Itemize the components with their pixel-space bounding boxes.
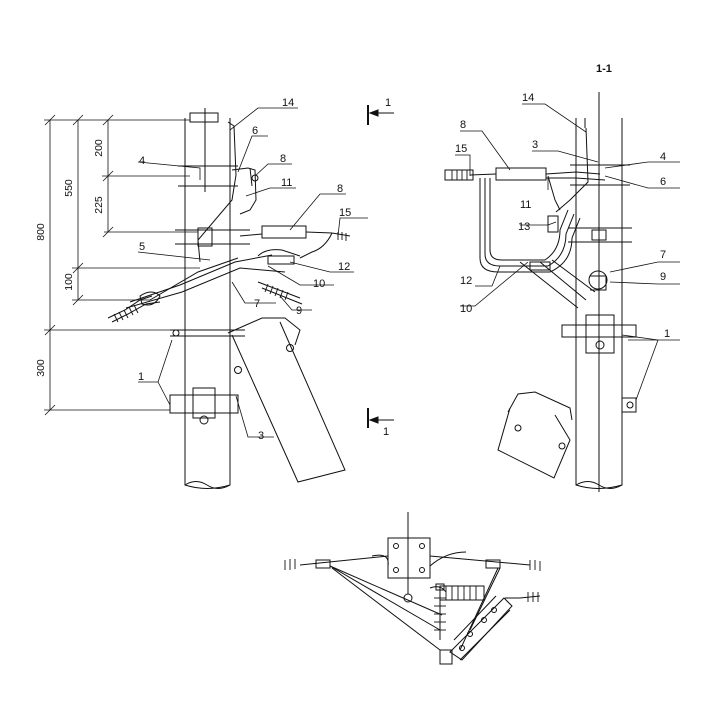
- left-callout-6: 6: [252, 125, 258, 137]
- dim-800: 800: [35, 223, 47, 241]
- section-mark-bottom: 1: [383, 426, 389, 438]
- left-callout-5: 5: [139, 241, 145, 253]
- bottom-detail: [284, 512, 541, 665]
- section-label: 1-1: [596, 63, 612, 75]
- left-callout-labels: 14 6 4 8 11 8 15 5 12 10 7 9 1 3: [138, 97, 351, 442]
- dim-200: 200: [93, 139, 105, 157]
- section-mark-top: 1: [385, 97, 391, 109]
- left-callout-3: 3: [258, 430, 264, 442]
- left-pole: [184, 118, 231, 489]
- left-callout-8a: 8: [280, 153, 286, 165]
- dim-225: 225: [93, 196, 105, 214]
- right-callout-labels: 14 8 3 15 4 6 11 13 7 12 9 10 1: [455, 92, 670, 340]
- dimension-labels: 800 550 300 200 225 100: [35, 139, 105, 377]
- right-callout-3: 3: [532, 139, 538, 151]
- left-callout-7: 7: [254, 298, 260, 310]
- left-view: [107, 108, 351, 489]
- right-callout-14: 14: [522, 92, 534, 104]
- right-crossarm: [497, 407, 571, 479]
- right-callout-11: 11: [520, 199, 531, 211]
- right-callout-15: 15: [455, 143, 467, 155]
- left-callout-12: 12: [338, 261, 350, 273]
- left-callout-4: 4: [139, 155, 145, 167]
- left-callout-10: 10: [313, 278, 325, 290]
- right-callout-4: 4: [660, 151, 666, 163]
- left-leaders: [137, 107, 368, 438]
- right-callout-7: 7: [660, 249, 666, 261]
- section-marks: [367, 105, 394, 428]
- right-sleeve: [495, 167, 547, 181]
- left-dimensions: [44, 114, 200, 416]
- left-callout-15: 15: [339, 207, 351, 219]
- left-sleeve: [261, 225, 307, 239]
- dim-100: 100: [63, 273, 75, 291]
- right-leaders: [455, 103, 680, 401]
- left-callout-1: 1: [138, 371, 144, 383]
- left-callout-9: 9: [296, 305, 302, 317]
- right-callout-10: 10: [460, 303, 472, 315]
- right-callout-9: 9: [660, 271, 666, 283]
- right-view: [444, 92, 637, 492]
- right-callout-12: 12: [460, 275, 472, 287]
- right-callout-13: 13: [518, 221, 530, 233]
- left-crossarm: [231, 321, 346, 483]
- dim-300: 300: [35, 359, 47, 377]
- dim-550: 550: [63, 179, 75, 197]
- left-callout-11: 11: [281, 177, 292, 189]
- detail-plate: [387, 537, 431, 579]
- right-callout-8: 8: [460, 119, 466, 131]
- right-callout-6: 6: [660, 176, 666, 188]
- left-callout-14: 14: [282, 97, 294, 109]
- right-callout-1: 1: [664, 328, 670, 340]
- left-callout-8b: 8: [337, 183, 343, 195]
